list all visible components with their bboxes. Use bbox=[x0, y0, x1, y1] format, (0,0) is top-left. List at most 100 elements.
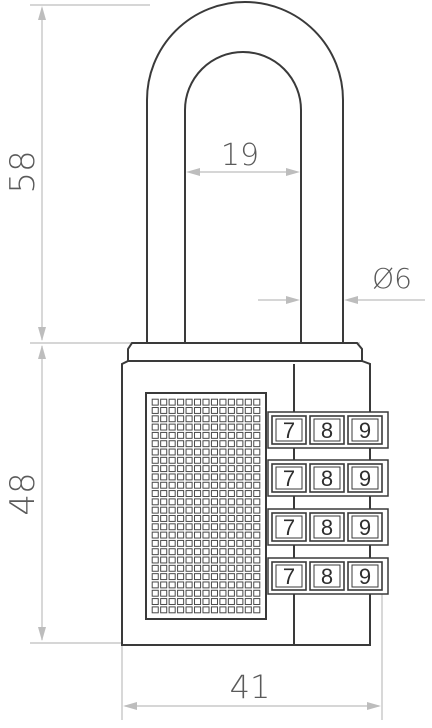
grip-cell bbox=[244, 506, 252, 514]
grip-cell bbox=[185, 456, 193, 464]
dial-wheel[interactable] bbox=[271, 463, 307, 493]
grip-cell bbox=[219, 423, 227, 431]
grip-cell bbox=[185, 531, 193, 539]
grip-cell bbox=[185, 448, 193, 456]
grip-cell bbox=[227, 481, 235, 489]
grip-cell bbox=[168, 606, 176, 614]
grip-cell bbox=[244, 523, 252, 531]
grip-cell bbox=[151, 473, 159, 481]
dial-digit: 9 bbox=[359, 564, 371, 589]
grip-cell bbox=[219, 581, 227, 589]
grip-cell bbox=[160, 581, 168, 589]
dial-wheel[interactable] bbox=[309, 415, 345, 445]
grip-cell bbox=[227, 407, 235, 414]
grip-cell bbox=[194, 407, 202, 414]
grip-cell bbox=[244, 456, 252, 464]
grip-cell bbox=[244, 589, 252, 597]
dial-window bbox=[275, 418, 303, 442]
body-main bbox=[121, 360, 371, 646]
grip-cell bbox=[202, 606, 210, 614]
grip-cell bbox=[253, 589, 261, 597]
grip-cell bbox=[236, 539, 244, 547]
dial-wheel[interactable] bbox=[309, 463, 345, 493]
grip-cell bbox=[160, 415, 168, 423]
grip-cell bbox=[253, 481, 261, 489]
grip-cell bbox=[227, 598, 235, 605]
grip-cell bbox=[253, 531, 261, 539]
grip-cell bbox=[194, 431, 202, 439]
grip-cell bbox=[236, 473, 244, 481]
grip-cell bbox=[194, 440, 202, 448]
dial-wheel[interactable] bbox=[271, 561, 307, 591]
grip-cell bbox=[151, 440, 159, 448]
grip-cell bbox=[244, 423, 252, 431]
grip-cell bbox=[160, 564, 168, 572]
grip-cell bbox=[177, 440, 185, 448]
grip-cell bbox=[202, 490, 210, 497]
grip-cell bbox=[177, 398, 185, 406]
grip-cell bbox=[253, 407, 261, 414]
dial-wheel[interactable] bbox=[271, 415, 307, 445]
grip-cell bbox=[151, 515, 159, 522]
grip-cell bbox=[202, 448, 210, 456]
dial-window bbox=[275, 564, 303, 588]
dial-wheel[interactable] bbox=[309, 512, 345, 542]
grip-cell bbox=[253, 490, 261, 497]
dial-wheel[interactable] bbox=[347, 463, 383, 493]
grip-cell bbox=[177, 506, 185, 514]
grip-cell bbox=[219, 448, 227, 456]
dial-wheel[interactable] bbox=[347, 561, 383, 591]
grip-cell bbox=[244, 598, 252, 605]
grip-cell bbox=[219, 589, 227, 597]
grip-cell bbox=[219, 440, 227, 448]
shackle-outer bbox=[146, 1, 344, 345]
grip-cell bbox=[177, 564, 185, 572]
grip-cell bbox=[244, 473, 252, 481]
dial-wheel[interactable] bbox=[271, 512, 307, 542]
grip-cell bbox=[236, 606, 244, 614]
grip-cell bbox=[210, 431, 218, 439]
grip-cell bbox=[185, 506, 193, 514]
grip-cell bbox=[244, 440, 252, 448]
grip-cell bbox=[236, 448, 244, 456]
grip-cell bbox=[219, 431, 227, 439]
arrow-diameter-left bbox=[286, 296, 300, 304]
grip-panel bbox=[145, 392, 267, 620]
grip-cell bbox=[227, 456, 235, 464]
grip-cell bbox=[194, 448, 202, 456]
grip-cell bbox=[168, 515, 176, 522]
grip-cell bbox=[160, 606, 168, 614]
grip-cell bbox=[236, 481, 244, 489]
grip-cell bbox=[194, 548, 202, 556]
grip-cell bbox=[210, 531, 218, 539]
grip-cell bbox=[227, 506, 235, 514]
grip-cell bbox=[177, 581, 185, 589]
grip-cell bbox=[219, 548, 227, 556]
grip-cell bbox=[244, 548, 252, 556]
grip-cell bbox=[194, 498, 202, 506]
grip-cell bbox=[236, 431, 244, 439]
dial-wheel[interactable] bbox=[309, 561, 345, 591]
grip-cell bbox=[151, 456, 159, 464]
grip-cell bbox=[185, 564, 193, 572]
grip-cell bbox=[168, 423, 176, 431]
grip-cell bbox=[227, 606, 235, 614]
grip-cell bbox=[253, 465, 261, 473]
grip-cell bbox=[244, 481, 252, 489]
grip-cell bbox=[168, 415, 176, 423]
grip-cell bbox=[177, 473, 185, 481]
grip-cell bbox=[210, 398, 218, 406]
grip-cell bbox=[236, 556, 244, 564]
dial-wheel[interactable] bbox=[347, 512, 383, 542]
grip-cell bbox=[202, 515, 210, 522]
dial-digit: 9 bbox=[359, 466, 371, 491]
grip-cell bbox=[244, 498, 252, 506]
grip-cell bbox=[210, 490, 218, 497]
grip-cell bbox=[177, 598, 185, 605]
dial-wheel[interactable] bbox=[347, 415, 383, 445]
